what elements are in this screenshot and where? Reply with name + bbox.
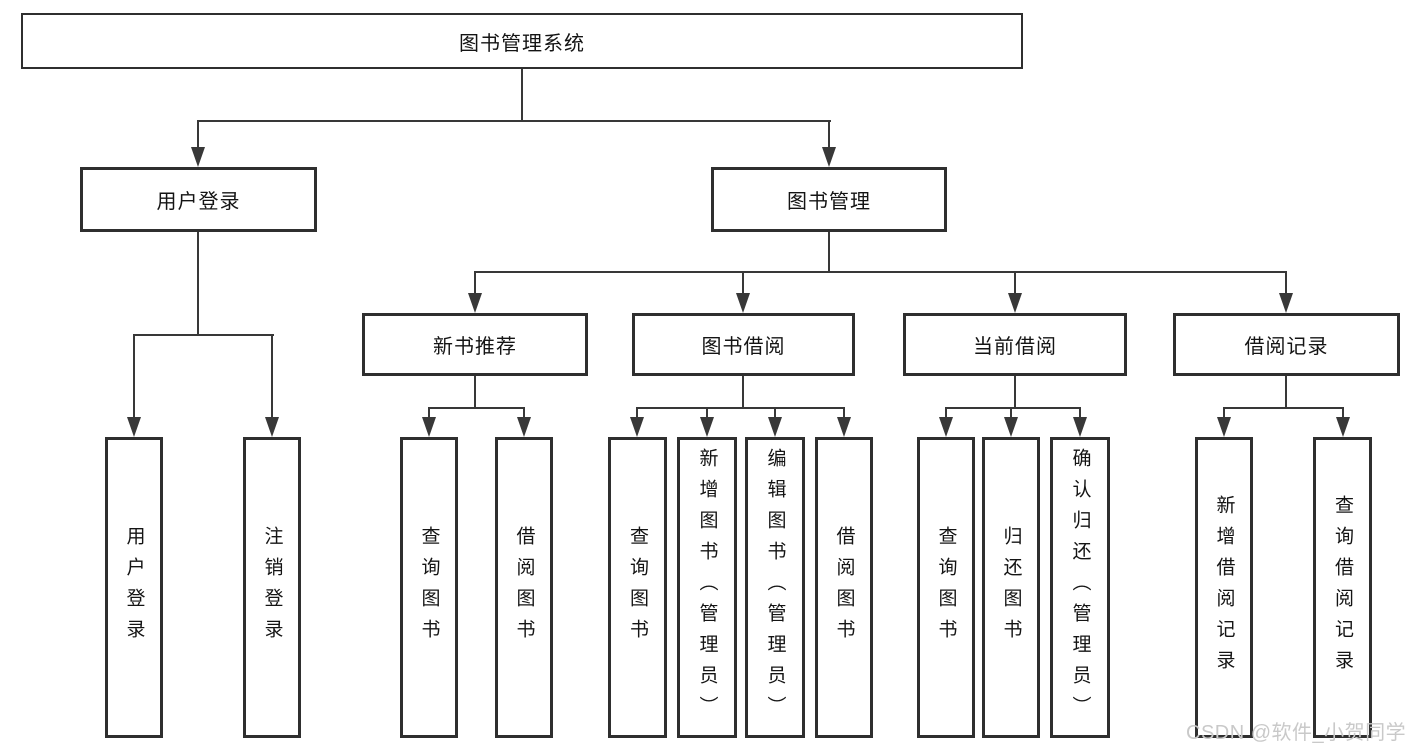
arrow-down-icon (265, 417, 279, 437)
arrow-down-icon (1008, 293, 1022, 313)
csdn-watermark: CSDN @软件_小贺同学 (1186, 722, 1405, 744)
connector-line (474, 271, 476, 295)
leaf-add-book-admin: 新增图书（管理员） (677, 437, 737, 738)
arrow-down-icon (468, 293, 482, 313)
arrow-down-icon (837, 417, 851, 437)
leaf-return-books: 归还图书 (982, 437, 1040, 738)
arrow-down-icon (422, 417, 436, 437)
connector-line (428, 407, 430, 419)
connector-line (742, 271, 744, 295)
connector-line (945, 407, 947, 419)
leaf-query-books-current: 查询图书 (917, 437, 975, 738)
leaf-borrow-books-recommend: 借阅图书 (495, 437, 553, 738)
arrow-down-icon (822, 147, 836, 167)
connector-line (521, 69, 523, 121)
node-new-book-recommendation: 新书推荐 (362, 313, 588, 376)
leaf-add-borrow-record: 新增借阅记录 (1195, 437, 1253, 738)
leaf-label: 查询图书 (418, 525, 440, 650)
leaf-query-books-recommend: 查询图书 (400, 437, 458, 738)
connector-line (636, 407, 845, 409)
leaf-label: 查询借阅记录 (1332, 494, 1353, 681)
connector-line (1014, 376, 1016, 408)
leaf-label: 注销登录 (261, 525, 283, 650)
leaf-logout: 注销登录 (243, 437, 301, 738)
connector-line (197, 120, 831, 122)
leaf-query-borrow-record: 查询借阅记录 (1313, 437, 1372, 738)
connector-line (474, 271, 1287, 273)
arrow-down-icon (1073, 417, 1087, 437)
leaf-label: 查询图书 (627, 525, 648, 650)
leaf-label: 新增图书（管理员） (696, 448, 718, 727)
arrow-down-icon (1004, 417, 1018, 437)
arrow-down-icon (939, 417, 953, 437)
connector-line (1014, 271, 1016, 295)
node-user-login: 用户登录 (80, 167, 317, 232)
leaf-confirm-return-admin: 确认归还（管理员） (1050, 437, 1110, 738)
arrow-down-icon (127, 417, 141, 437)
arrow-down-icon (1217, 417, 1231, 437)
connector-line (1342, 407, 1344, 419)
connector-line (828, 232, 830, 272)
connector-line (197, 120, 199, 149)
arrow-down-icon (768, 417, 782, 437)
leaf-query-books-borrowing: 查询图书 (608, 437, 667, 738)
node-library-management-system: 图书管理系统 (21, 13, 1023, 69)
connector-line (843, 407, 845, 419)
connector-line (1223, 407, 1343, 409)
arrow-down-icon (191, 147, 205, 167)
connector-line (774, 407, 776, 419)
connector-line (706, 407, 708, 419)
arrow-down-icon (736, 293, 750, 313)
connector-line (1223, 407, 1225, 419)
leaf-label: 确认归还（管理员） (1069, 448, 1091, 727)
connector-line (636, 407, 638, 419)
connector-line (271, 334, 273, 418)
connector-line (428, 407, 525, 409)
leaf-label: 新增借阅记录 (1213, 494, 1235, 681)
node-book-management: 图书管理 (711, 167, 947, 232)
connector-line (1010, 407, 1012, 419)
connector-line (523, 407, 525, 419)
arrow-down-icon (1279, 293, 1293, 313)
arrow-down-icon (630, 417, 644, 437)
node-current-borrowing: 当前借阅 (903, 313, 1127, 376)
arrow-down-icon (517, 417, 531, 437)
leaf-edit-book-admin: 编辑图书（管理员） (745, 437, 805, 738)
leaf-user-login: 用户登录 (105, 437, 163, 738)
arrow-down-icon (1336, 417, 1350, 437)
arrow-down-icon (700, 417, 714, 437)
connector-line (474, 376, 476, 408)
node-book-borrowing: 图书借阅 (632, 313, 855, 376)
connector-line (133, 334, 135, 418)
leaf-label: 借阅图书 (833, 525, 855, 650)
leaf-borrow-books: 借阅图书 (815, 437, 873, 738)
connector-line (945, 407, 1081, 409)
leaf-label: 用户登录 (123, 525, 145, 650)
leaf-label: 编辑图书（管理员） (764, 448, 786, 727)
node-borrowing-records: 借阅记录 (1173, 313, 1400, 376)
connector-line (828, 120, 830, 149)
connector-line (1285, 376, 1287, 408)
leaf-label: 查询图书 (935, 525, 957, 650)
leaf-label: 归还图书 (1000, 525, 1022, 650)
connector-line (1285, 271, 1287, 295)
connector-line (1079, 407, 1081, 419)
connector-line (197, 232, 199, 336)
connector-line (134, 334, 274, 336)
leaf-label: 借阅图书 (513, 525, 535, 650)
connector-line (742, 376, 744, 408)
